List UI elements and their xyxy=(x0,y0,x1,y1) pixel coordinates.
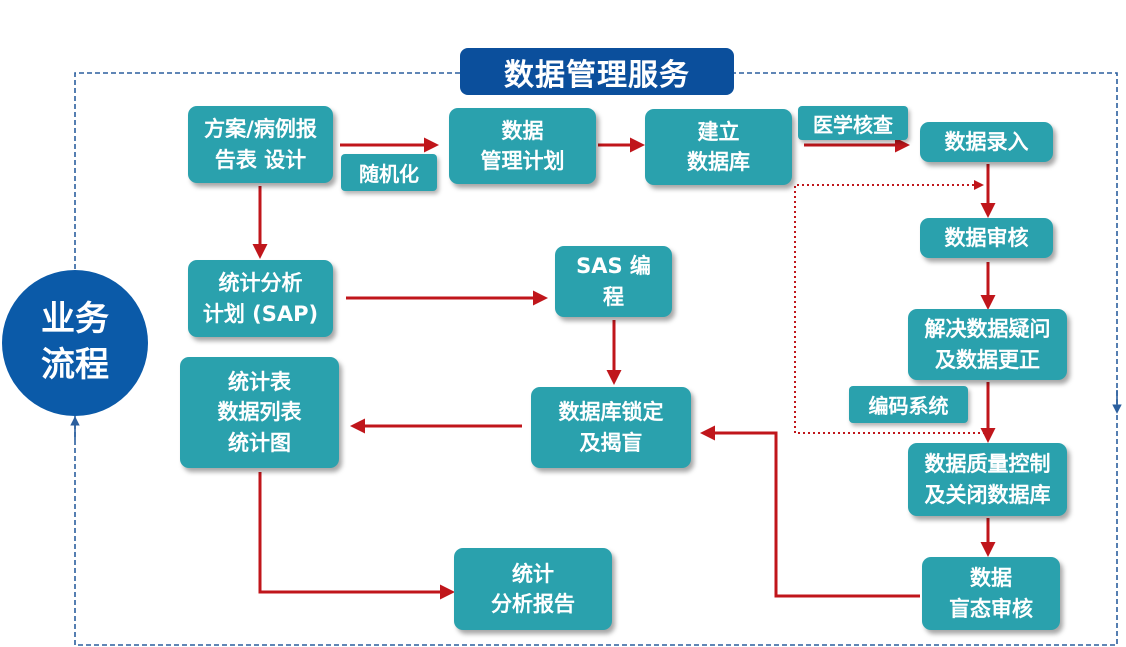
node-dm-plan: 数据 管理计划 xyxy=(449,108,596,184)
service-title: 数据管理服务 xyxy=(460,48,734,95)
node-data-entry-label: 数据录入 xyxy=(944,129,1029,154)
node-build-database-label: 建立 数据库 xyxy=(687,119,750,174)
node-sas-programming-label: SAS 编 程 xyxy=(576,254,651,309)
node-data-review: 数据审核 xyxy=(920,218,1053,258)
node-sap-label: 统计分析 计划 (SAP) xyxy=(202,271,319,326)
node-db-lock-unblind-label: 数据库锁定 及揭盲 xyxy=(558,400,664,455)
node-protocol-crf-design: 方案/病例报 告表 设计 xyxy=(188,106,333,183)
service-frame xyxy=(74,72,1118,646)
node-blind-review-label: 数据 盲态审核 xyxy=(949,566,1033,621)
node-blind-review: 数据 盲态审核 xyxy=(922,557,1060,630)
node-sas-programming: SAS 编 程 xyxy=(555,246,672,317)
node-query-resolution-label: 解决数据疑问 及数据更正 xyxy=(924,317,1051,372)
node-build-database: 建立 数据库 xyxy=(645,109,792,185)
node-query-resolution: 解决数据疑问 及数据更正 xyxy=(908,309,1067,380)
tag-medical-coding: 医学核查 xyxy=(798,106,908,140)
node-stat-tables: 统计表 数据列表 统计图 xyxy=(180,357,339,468)
business-process-label: 业务 流程 xyxy=(41,299,109,385)
business-process-circle: 业务 流程 xyxy=(2,270,148,416)
node-stat-tables-label: 统计表 数据列表 统计图 xyxy=(217,369,302,455)
node-sap: 统计分析 计划 (SAP) xyxy=(188,260,333,337)
node-qc-close-db: 数据质量控制 及关闭数据库 xyxy=(908,443,1067,516)
node-data-entry: 数据录入 xyxy=(920,122,1053,162)
tag-coding-system: 编码系统 xyxy=(849,386,968,423)
node-protocol-crf-label: 方案/病例报 告表 设计 xyxy=(204,117,317,172)
node-data-review-label: 数据审核 xyxy=(944,225,1029,250)
node-db-lock-unblind: 数据库锁定 及揭盲 xyxy=(531,387,691,468)
node-dm-plan-label: 数据 管理计划 xyxy=(480,118,565,173)
arrow-tables-to-report xyxy=(258,472,455,600)
dotted-coding-loop xyxy=(794,180,985,434)
node-stat-report-label: 统计 分析报告 xyxy=(491,561,575,616)
node-stat-report: 统计 分析报告 xyxy=(454,548,612,630)
node-qc-close-db-label: 数据质量控制 及关闭数据库 xyxy=(924,452,1051,507)
arrow-blind-to-lock xyxy=(700,425,920,598)
tag-randomization: 随机化 xyxy=(341,154,437,191)
